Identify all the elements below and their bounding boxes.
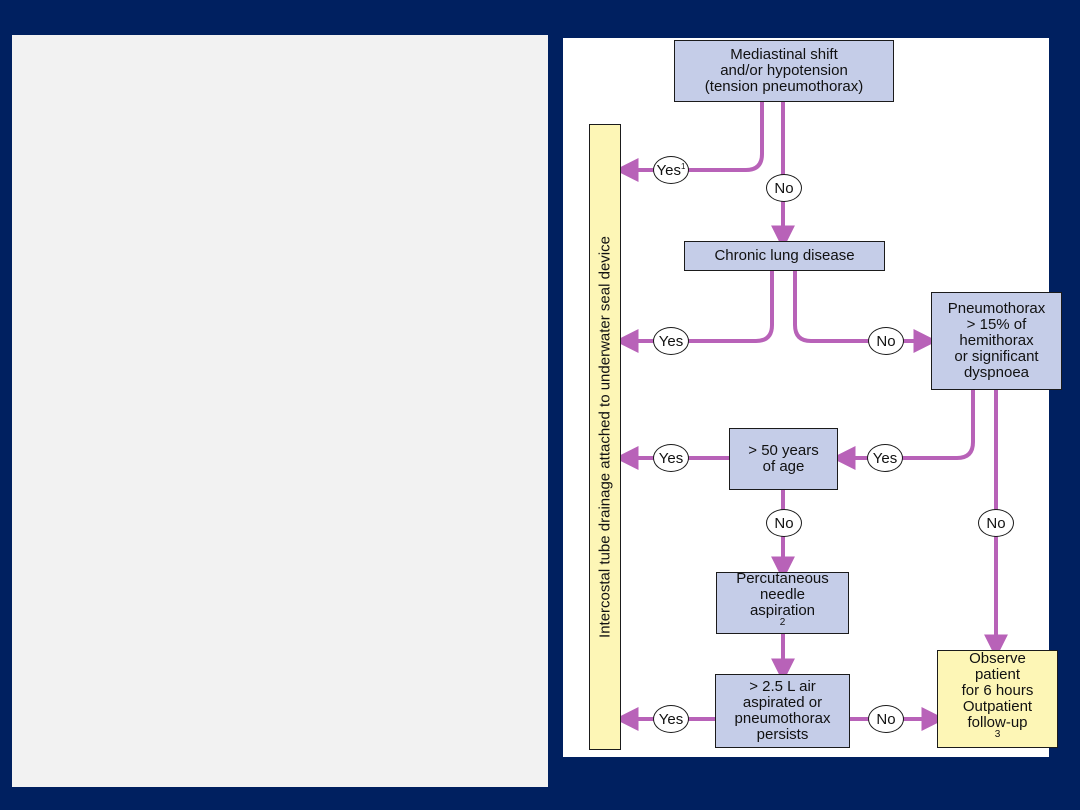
node-pneumothorax-size: Pneumothorax > 15% of hemithorax or sign… — [931, 292, 1062, 390]
badge-text: No — [986, 514, 1006, 532]
outcome-observe-patient: Observe patient for 6 hours Outpatient f… — [937, 650, 1058, 748]
node-text: dyspnoea — [963, 364, 1030, 381]
node-text: hemithorax — [959, 332, 1034, 349]
node-text: > 2.5 L air — [749, 678, 816, 695]
badge-no-air: No — [868, 705, 904, 733]
node-chronic-lung-disease: Chronic lung disease — [684, 241, 885, 271]
badge-text: Yes — [658, 710, 684, 728]
node-text: Pneumothorax — [947, 300, 1046, 317]
badge-yes-pneumothorax: Yes — [867, 444, 903, 472]
outcome-chest-drain-label: Intercostal tube drainage attached to un… — [596, 236, 614, 638]
node-text: aspiration — [749, 602, 816, 619]
node-text: Chronic lung disease — [714, 247, 855, 264]
node-text: and/or hypotension — [720, 62, 848, 79]
node-text: Outpatient — [962, 698, 1033, 715]
badge-yes-mediastinal: Yes1 — [653, 156, 689, 184]
badge-no-age: No — [766, 509, 802, 537]
node-text: > 15% of — [966, 316, 1027, 333]
badge-text: No — [774, 514, 794, 532]
badge-yes-air: Yes — [653, 705, 689, 733]
node-text: Mediastinal shift — [730, 46, 838, 63]
badge-text: No — [876, 710, 896, 728]
node-text: aspirated or — [742, 694, 823, 711]
badge-yes-age: Yes — [653, 444, 689, 472]
node-text: or significant — [954, 348, 1039, 365]
footnote-1: 1 — [681, 161, 686, 171]
arrow-chronic-no — [793, 271, 938, 353]
badge-text: Yes — [658, 332, 684, 350]
node-text: of age — [762, 458, 805, 475]
left-blank-panel — [12, 35, 548, 787]
node-text: for 6 hours — [961, 682, 1034, 699]
node-mediastinal-shift: Mediastinal shift and/or hypotension (te… — [674, 40, 894, 102]
badge-yes-chronic: Yes — [653, 327, 689, 355]
node-text: follow-up — [967, 714, 1028, 731]
node-text: patient — [974, 666, 1021, 683]
badge-no-pneumothorax: No — [978, 509, 1014, 537]
footnote-2: 2 — [779, 617, 786, 628]
arrow-chronic-yes — [614, 271, 774, 353]
badge-text: Yes — [656, 161, 682, 179]
badge-text: No — [774, 179, 794, 197]
node-text: Observe — [969, 650, 1026, 667]
node-text: Percutaneous — [736, 570, 829, 587]
footnote-3: 3 — [994, 729, 1001, 740]
badge-text: Yes — [872, 449, 898, 467]
node-text: persists — [756, 726, 809, 743]
arrow-pneumothorax-yes — [831, 390, 975, 470]
node-text: pneumothorax — [734, 710, 831, 727]
badge-no-chronic: No — [868, 327, 904, 355]
badge-no-mediastinal: No — [766, 174, 802, 202]
arrow-mediastinal-yes — [614, 102, 764, 182]
node-air-aspirated: > 2.5 L air aspirated or pneumothorax pe… — [715, 674, 850, 748]
badge-text: Yes — [658, 449, 684, 467]
node-text: (tension pneumothorax) — [704, 78, 864, 95]
badge-text: No — [876, 332, 896, 350]
flowchart: Intercostal tube drainage attached to un… — [563, 38, 1062, 757]
node-text: > 50 years — [748, 442, 819, 459]
node-text: needle — [759, 586, 806, 603]
outcome-chest-drain: Intercostal tube drainage attached to un… — [589, 124, 621, 750]
node-age-over-50: > 50 years of age — [729, 428, 838, 490]
